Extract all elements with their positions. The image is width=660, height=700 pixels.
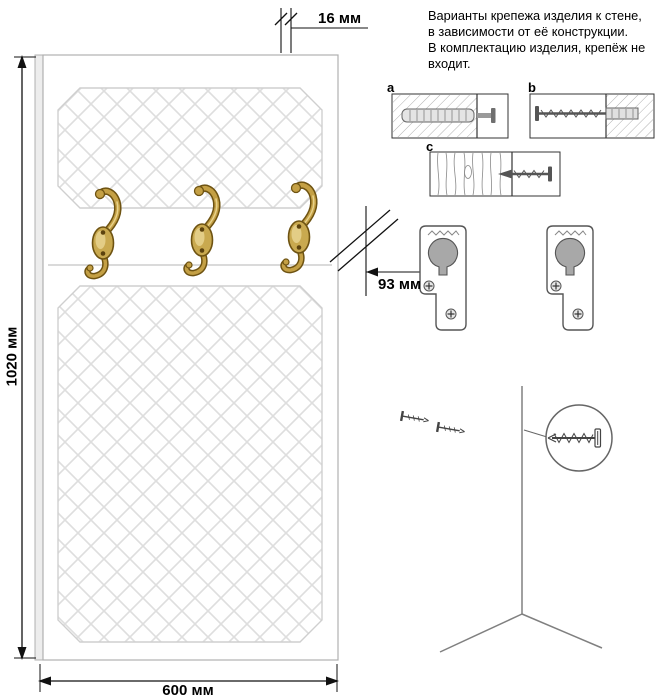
bracket-screw-left (550, 280, 562, 292)
keyhole-bracket-1 (419, 225, 467, 331)
height-dimension-label: 1020 мм (3, 326, 21, 387)
screw-tip (498, 169, 512, 179)
screw-head (535, 106, 539, 121)
anchor-ribs (611, 109, 634, 118)
screw-shank (477, 113, 491, 118)
fastener-b-label: b (528, 80, 536, 95)
wall-corner-illustration (399, 386, 613, 653)
dowel-ribs (409, 110, 467, 121)
fastener-option-a-diagram (391, 93, 509, 139)
keyhole-slot (427, 237, 459, 276)
fastener-c-label: c (426, 139, 434, 154)
screw-threads (513, 169, 545, 179)
keyhole-slot (554, 237, 586, 276)
diamond-pattern-top (57, 87, 323, 209)
panel-side-edge (34, 54, 44, 661)
small-screw-2 (435, 421, 465, 434)
wood-grain (437, 152, 502, 196)
hook-offset-dimension-label: 93 мм (378, 276, 422, 293)
coat-rack-panel (34, 54, 339, 661)
bracket-screw-left (423, 280, 435, 292)
diamond-pattern-bottom (57, 285, 323, 643)
fastener-option-b-diagram (529, 93, 655, 139)
thickness-dimension-label: 16 мм (318, 10, 362, 27)
screw-threads (540, 109, 602, 118)
mounting-note: Варианты крепежа изделия к стене, в зави… (428, 8, 646, 71)
bracket-screw-bottom (445, 308, 457, 320)
keyhole-bracket-2 (546, 225, 594, 331)
width-dimension-label: 600 мм (162, 682, 214, 699)
width-dimension-arrow (38, 664, 339, 692)
bracket-screw-bottom (572, 308, 584, 320)
screw-head (491, 108, 496, 123)
screw-head (548, 166, 552, 182)
serration (427, 230, 460, 236)
height-dimension-arrow (14, 55, 36, 660)
callout-line (523, 429, 548, 438)
small-screw-1 (399, 410, 429, 423)
serration (554, 230, 587, 236)
fastener-option-c-diagram (429, 151, 561, 197)
fastener-a-label: a (387, 80, 395, 95)
thickness-dimension-lines (274, 8, 368, 53)
screw-detail (547, 428, 602, 448)
hook-offset-dimension-lines (329, 206, 428, 296)
